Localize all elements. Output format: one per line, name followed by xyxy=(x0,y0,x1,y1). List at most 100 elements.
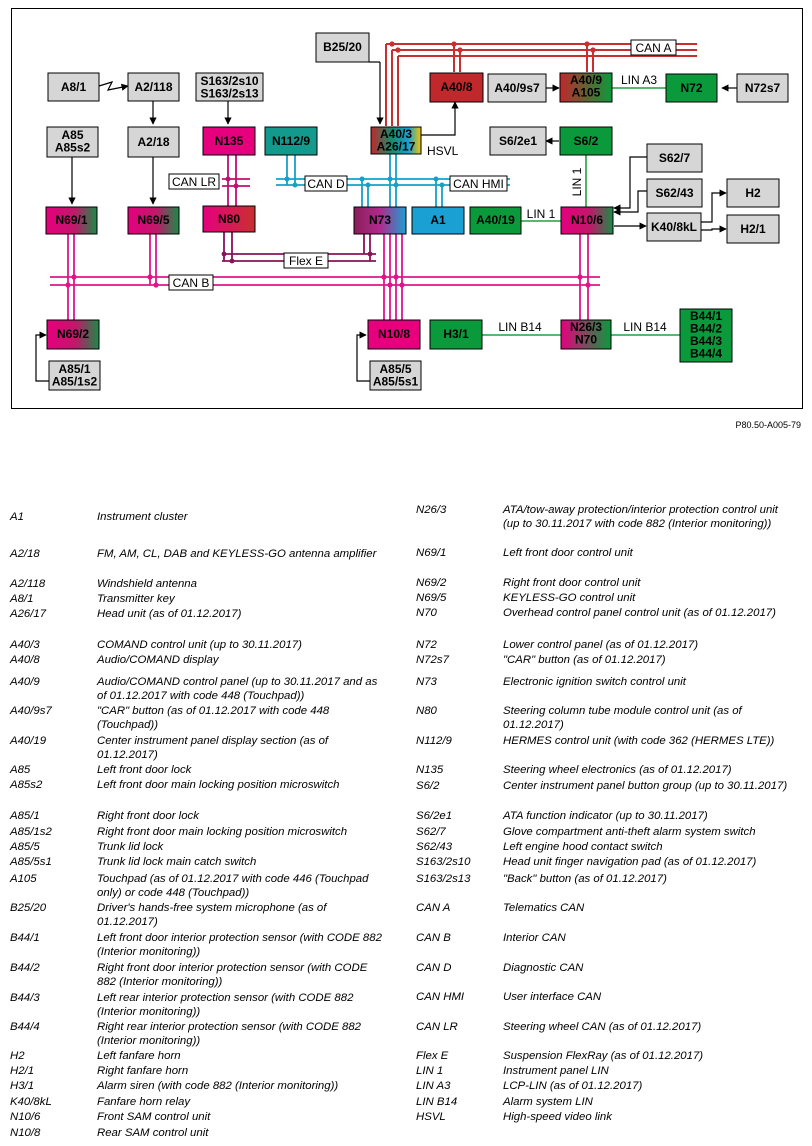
legend-right-code: CAN LR xyxy=(416,1021,458,1033)
legend-right-desc: Alarm system LIN xyxy=(503,1096,593,1108)
legend-right-desc: Instrument panel LIN xyxy=(503,1065,609,1077)
node-label: H3/1 xyxy=(443,327,469,341)
legend-left-code: B44/4 xyxy=(10,1021,40,1033)
legend-right-code: N69/1 xyxy=(416,547,447,559)
legend-right-code: N72s7 xyxy=(416,654,449,666)
node-a2-118: A2/118 xyxy=(127,72,180,102)
node-label: N69/1 xyxy=(55,213,87,227)
legend-right-code: HSVL xyxy=(416,1111,446,1123)
legend-right-desc: ATA function indicator (up to 30.11.2017… xyxy=(503,810,708,822)
legend-left-code: A40/9 xyxy=(10,676,40,688)
legend-left-desc: COMAND control unit (up to 30.11.2017) xyxy=(97,639,302,651)
legend-left-code: H3/1 xyxy=(10,1080,35,1092)
legend-left-desc: Right front door interior protection sen… xyxy=(97,962,368,988)
legend-left-desc: Left fanfare horn xyxy=(97,1050,181,1062)
legend-right-desc: Left front door control unit xyxy=(503,547,633,559)
legend-left-desc: Alarm siren (with code 882 (Interior mon… xyxy=(97,1080,339,1092)
node-n10-8: N10/8 xyxy=(367,319,421,350)
node-label: A2/118 xyxy=(134,80,172,94)
legend-left-code: A2/118 xyxy=(10,578,46,590)
legend-left-code: N10/8 xyxy=(10,1127,41,1139)
legend-right-code: CAN D xyxy=(416,962,452,974)
legend-left-code: N10/6 xyxy=(10,1111,41,1123)
legend-left-code: B25/20 xyxy=(10,902,47,914)
node-k40-8kl: K40/8kL xyxy=(646,212,702,242)
legend-left-desc: Audio/COMAND control panel (up to 30.11.… xyxy=(97,676,378,702)
node-n72s7: N72s7 xyxy=(736,73,789,103)
legend-left-code: A26/17 xyxy=(10,608,47,620)
legend-left-code: A40/3 xyxy=(10,639,40,651)
legend-right-code: S62/43 xyxy=(416,841,453,853)
legend-left-code: B44/3 xyxy=(10,992,40,1004)
label-can-lr: CAN LR xyxy=(172,175,216,189)
legend-right-code: Flex E xyxy=(416,1050,449,1062)
legend-left-code: B44/2 xyxy=(10,962,40,974)
legend-right-desc: Overhead control panel control unit (as … xyxy=(503,607,776,619)
node-h2: H2 xyxy=(726,178,780,208)
node-label: N10/8 xyxy=(378,327,410,341)
node-a40-19: A40/19 xyxy=(469,206,522,235)
node-n69-2: N69/2 xyxy=(46,319,100,350)
label-can-d: CAN D xyxy=(307,177,345,191)
legend-left-desc: Head unit (as of 01.12.2017) xyxy=(97,608,242,620)
legend-right-desc: Steering column tube module control unit… xyxy=(503,705,742,731)
node-h2-1: H2/1 xyxy=(726,214,780,244)
node-label: S62/43 xyxy=(655,186,693,200)
legend-left-desc: Right front door main locking position m… xyxy=(97,826,348,838)
label-hsvl: HSVL xyxy=(427,144,459,158)
legend-right-desc: "CAR" button (as of 01.12.2017) xyxy=(503,654,666,666)
node-b25-20: B25/20 xyxy=(315,32,370,63)
legend-left-code: A85/1 xyxy=(10,810,40,822)
legend-right-desc: Center instrument panel button group (up… xyxy=(503,780,788,792)
label-lin-a3: LIN A3 xyxy=(621,73,657,87)
legend-right-desc: Head unit finger navigation pad (as of 0… xyxy=(503,856,757,868)
legend-left-desc: Left rear interior protection sensor (wi… xyxy=(97,992,354,1018)
node-label: A2/18 xyxy=(137,135,169,149)
label-lin-b14-left: LIN B14 xyxy=(498,320,542,334)
legend-right-code: S62/7 xyxy=(416,826,446,838)
node-h3-1: H3/1 xyxy=(429,319,483,350)
legend-right-code: CAN HMI xyxy=(416,991,465,1003)
legend-left-desc: Left front door main locking position mi… xyxy=(97,779,340,791)
label-can-b: CAN B xyxy=(173,276,210,290)
label-can-hmi: CAN HMI xyxy=(453,177,504,191)
lin-lines xyxy=(482,87,680,336)
legend-left-code: A40/8 xyxy=(10,654,40,666)
legend-right-code: N26/3 xyxy=(416,504,447,516)
legend-left-code: A8/1 xyxy=(10,593,34,605)
legend-right-code: LIN A3 xyxy=(416,1080,451,1092)
legend-right-desc: Steering wheel CAN (as of 01.12.2017) xyxy=(503,1021,702,1033)
node-a1: A1 xyxy=(411,206,465,235)
legend-right-desc: Glove compartment anti-theft alarm syste… xyxy=(503,826,756,838)
legend-left-desc: Trunk lid lock xyxy=(97,841,164,853)
node-s6-2e1: S6/2e1 xyxy=(489,126,547,156)
node-label: N69/5 xyxy=(137,213,169,227)
legend-right-desc: Left engine hood contact switch xyxy=(503,841,663,853)
legend-right-desc: HERMES control unit (with code 362 (HERM… xyxy=(503,735,775,747)
node-n69-5: N69/5 xyxy=(127,206,180,235)
legend-left-code: H2/1 xyxy=(10,1065,35,1077)
node-n72: N72 xyxy=(665,73,718,103)
legend-right-desc: Suspension FlexRay (as of 01.12.2017) xyxy=(503,1050,704,1062)
label-can-a: CAN A xyxy=(635,41,671,55)
node-label: A8/1 xyxy=(61,80,87,94)
label-lin-b14-right: LIN B14 xyxy=(623,320,667,334)
node-label: N69/2 xyxy=(57,327,89,341)
legend-right-code: S163/2s10 xyxy=(416,856,471,868)
node-a40-9s7: A40/9s7 xyxy=(487,73,547,103)
legend-right-code: LIN 1 xyxy=(416,1065,444,1077)
node-label: A1 xyxy=(430,213,446,227)
legend-right-code: CAN A xyxy=(416,902,451,914)
legend-left-code: A85/5s1 xyxy=(10,856,52,868)
node-label: S6/2 xyxy=(574,134,599,148)
legend-right-desc: User interface CAN xyxy=(503,991,602,1003)
